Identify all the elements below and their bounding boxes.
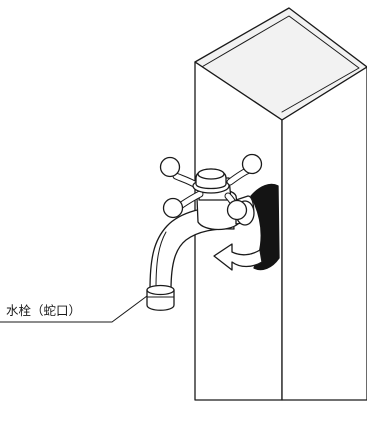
callout-leader-line — [0, 295, 148, 323]
tape-strip — [250, 183, 280, 271]
wrap-direction-arrow — [213, 243, 263, 271]
handle-ball-right-back — [241, 153, 263, 175]
spout-nozzle — [146, 289, 175, 311]
post-side-face — [281, 66, 367, 401]
post — [194, 7, 367, 401]
handle-ball-left-front — [162, 197, 184, 219]
post-top-inner-edge — [199, 15, 360, 113]
faucet-callout-label: 水栓（蛇口） — [6, 303, 82, 318]
handle-ball-right-front — [226, 199, 248, 221]
spout-nozzle-rim — [146, 284, 175, 296]
handle-ball-left-back — [159, 156, 181, 178]
handle-cap-top — [197, 168, 225, 180]
spout-highlight — [155, 231, 167, 289]
